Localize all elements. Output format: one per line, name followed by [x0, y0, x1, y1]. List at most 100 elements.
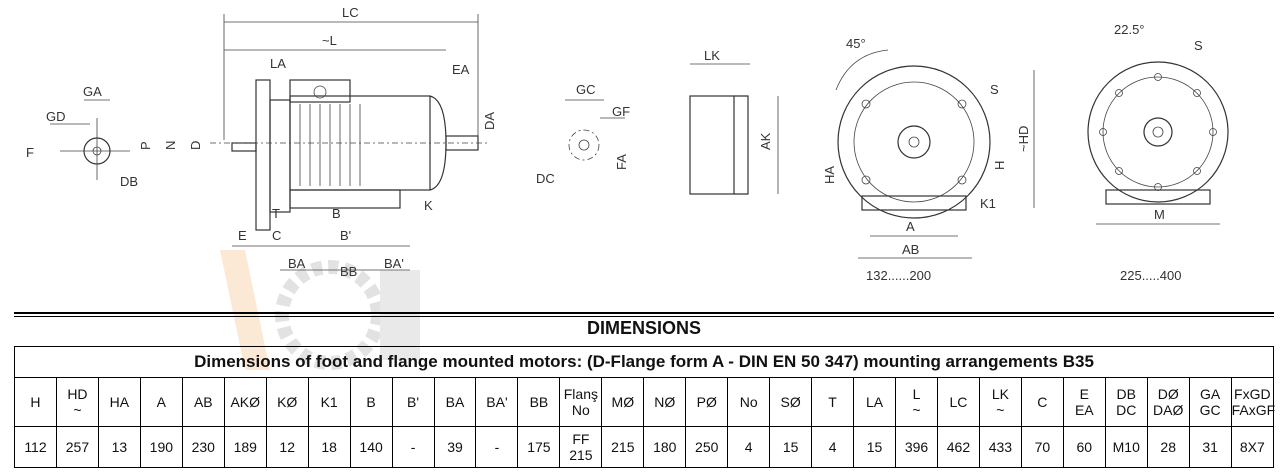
motor-dimension-drawings: GA GD F DB LC ~L LA EA DA P N D T — [26, 5, 1229, 283]
front-view-large: 22.5° S M 225.....400 — [1087, 22, 1229, 283]
top-rule — [14, 312, 1274, 314]
header-cell: DØ DAØ — [1146, 377, 1190, 427]
value-cell: 12 — [265, 426, 309, 468]
value-cell: 31 — [1188, 426, 1232, 468]
value-cell: 70 — [1020, 426, 1064, 468]
label-hd: ~HD — [1016, 126, 1031, 152]
label-ga: GA — [83, 84, 102, 99]
label-f: F — [26, 145, 34, 160]
label-k: K — [424, 198, 433, 213]
header-cell: LK ~ — [978, 377, 1022, 427]
value-cell: 433 — [978, 426, 1022, 468]
header-cell: LA — [853, 377, 897, 427]
label-range-small: 132......200 — [866, 268, 931, 283]
label-m: M — [1154, 207, 1165, 222]
value-cell: 15 — [769, 426, 813, 468]
label-ba-prime: BA' — [384, 256, 404, 271]
label-d: D — [188, 141, 203, 150]
value-cell: M10 — [1104, 426, 1148, 468]
header-cell: LC — [936, 377, 980, 427]
value-cell: 60 — [1062, 426, 1106, 468]
label-t: T — [272, 206, 280, 221]
label-lk: LK — [704, 48, 720, 63]
label-b-prime: B' — [340, 228, 351, 243]
value-cell: 189 — [223, 426, 267, 468]
value-cell: 257 — [55, 426, 99, 468]
header-cell: Flanş No — [559, 377, 603, 427]
label-22-5-deg: 22.5° — [1114, 22, 1145, 37]
label-la: LA — [270, 56, 286, 71]
label-dc: DC — [536, 171, 555, 186]
value-cell: 250 — [685, 426, 729, 468]
header-cell: PØ — [685, 377, 729, 427]
value-cell: FF 215 — [559, 426, 603, 468]
header-cell: NØ — [643, 377, 687, 427]
label-range-large: 225.....400 — [1120, 268, 1181, 283]
header-cell: GA GC — [1188, 377, 1232, 427]
header-cell: AKØ — [223, 377, 267, 427]
header-cell: B — [349, 377, 393, 427]
label-h: H — [992, 161, 1007, 170]
header-cell: MØ — [601, 377, 645, 427]
label-da: DA — [482, 112, 497, 130]
watermark-logo — [220, 250, 420, 370]
value-cell: 13 — [97, 426, 141, 468]
value-cell: 190 — [139, 426, 183, 468]
header-cell: L ~ — [895, 377, 938, 427]
header-cell: HD ~ — [55, 377, 99, 427]
header-cell: C — [1020, 377, 1064, 427]
label-l: ~L — [322, 33, 337, 48]
label-lc: LC — [342, 5, 359, 20]
header-cell: AB — [181, 377, 225, 427]
value-cell: 4 — [727, 426, 771, 468]
top-rule-2 — [14, 316, 1274, 317]
value-cell: 4 — [811, 426, 855, 468]
header-cell: T — [811, 377, 855, 427]
section-title: DIMENSIONS — [586, 318, 701, 338]
header-cell: BA — [433, 377, 477, 427]
label-s-large: S — [1194, 38, 1203, 53]
value-cell: 230 — [181, 426, 225, 468]
label-ha: HA — [822, 166, 837, 184]
label-ba: BA — [288, 256, 306, 271]
value-cell: 462 — [936, 426, 980, 468]
label-gc: GC — [576, 82, 596, 97]
header-cell: FxGD FAxGF — [1230, 377, 1275, 427]
dimensions-table: Dimensions of foot and flange mounted mo… — [14, 346, 1275, 468]
label-ab: AB — [902, 242, 919, 257]
label-fa: FA — [614, 154, 629, 170]
table-caption: Dimensions of foot and flange mounted mo… — [14, 346, 1274, 378]
label-b: B — [332, 206, 341, 221]
value-cell: 15 — [853, 426, 897, 468]
label-bb: BB — [340, 264, 357, 279]
value-cell: 215 — [601, 426, 645, 468]
header-cell: BB — [517, 377, 561, 427]
value-cell: 396 — [895, 426, 938, 468]
label-k1: K1 — [980, 196, 996, 211]
value-cell: 140 — [349, 426, 393, 468]
value-cell: 18 — [307, 426, 351, 468]
header-cell: SØ — [769, 377, 813, 427]
label-s-small: S — [990, 82, 999, 97]
header-cell: K1 — [307, 377, 351, 427]
front-view-small: 45° S ~HD H HA A AB K1 132......200 — [822, 36, 1035, 283]
label-p: P — [138, 141, 153, 150]
header-cell: E EA — [1062, 377, 1106, 427]
label-n: N — [163, 141, 178, 150]
motor-side-view: LC ~L LA EA DA P N D T K E C B B' BA BB … — [138, 5, 497, 279]
value-cell: 39 — [433, 426, 477, 468]
label-gf: GF — [612, 104, 630, 119]
flange-detail-view: LK AK — [689, 48, 779, 195]
header-cell: A — [139, 377, 183, 427]
header-cell: KØ — [265, 377, 309, 427]
header-cell: DB DC — [1104, 377, 1148, 427]
value-cell: 28 — [1146, 426, 1190, 468]
label-a: A — [906, 219, 915, 234]
header-cell: HA — [97, 377, 141, 427]
label-ak: AK — [758, 132, 773, 150]
header-cell: No — [727, 377, 771, 427]
label-db: DB — [120, 174, 138, 189]
value-cell: - — [475, 426, 519, 468]
